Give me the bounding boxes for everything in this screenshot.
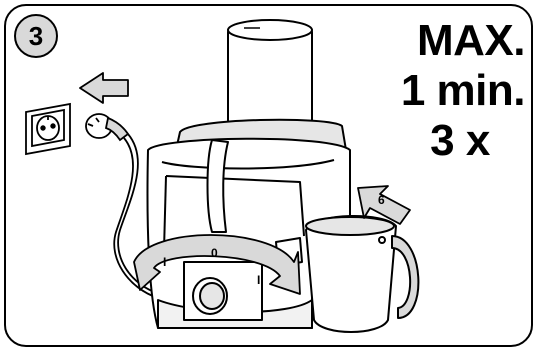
speed-off-label: 0	[211, 246, 218, 260]
speed-control-knob[interactable]	[193, 278, 227, 314]
speed-left-label: I	[163, 255, 166, 269]
wall-socket-icon	[26, 104, 70, 154]
juice-jug	[306, 216, 418, 332]
unplug-arrow-icon	[80, 73, 128, 103]
speed-right-label: II	[257, 273, 264, 287]
jug-arrow-label: 6	[378, 193, 385, 207]
